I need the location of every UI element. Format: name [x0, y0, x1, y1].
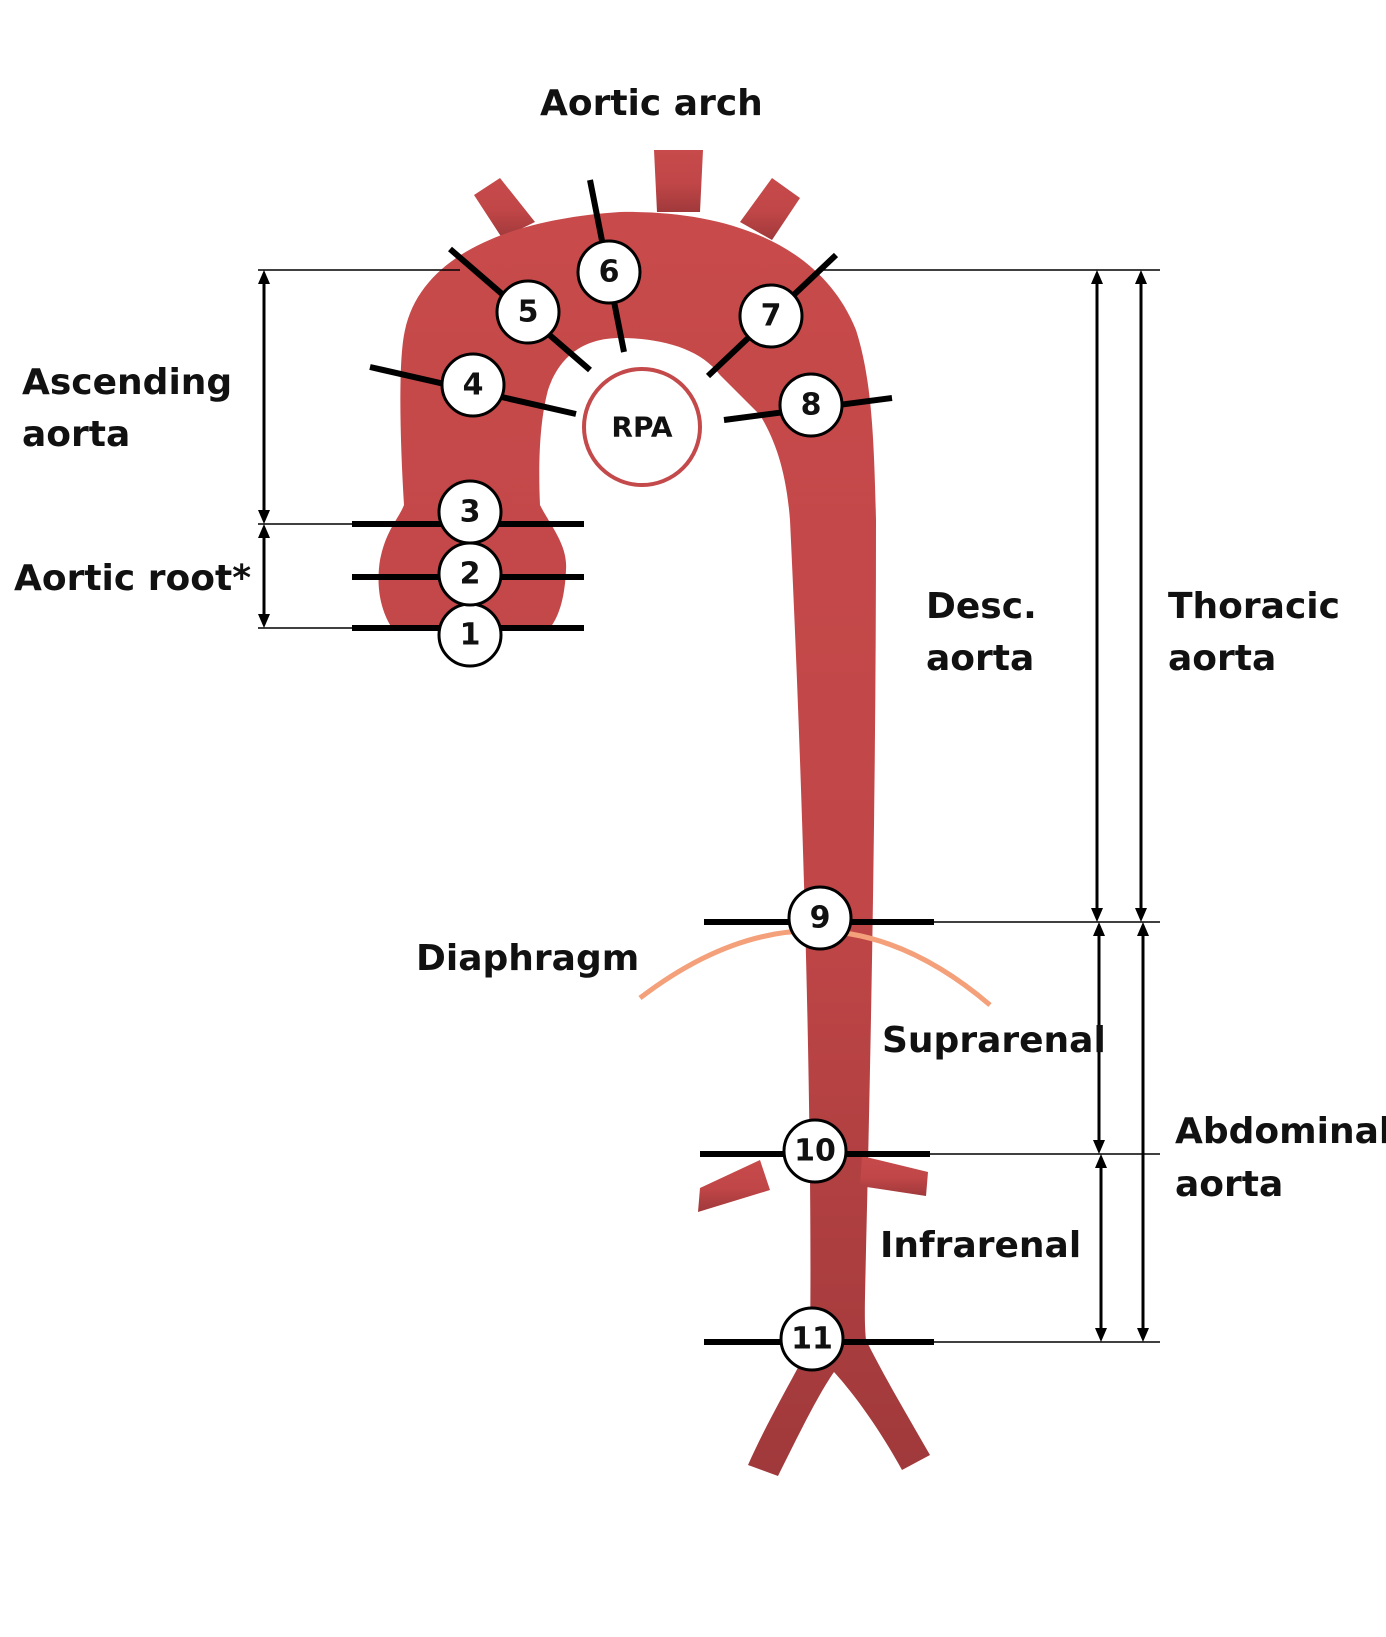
arrow-suprarenal-up [1093, 922, 1105, 936]
arrow-root-down [258, 614, 270, 628]
brachiocephalic-branch [474, 178, 535, 238]
dimension-arrows [258, 270, 1149, 1342]
rpa: RPA [582, 367, 702, 487]
svg-text:11: 11 [791, 1322, 833, 1357]
svg-text:2: 2 [460, 557, 481, 592]
marker-1: 1 [437, 602, 503, 668]
label-desc-1: Desc. [926, 586, 1037, 627]
right-renal-branch [860, 1156, 928, 1196]
marker-8: 8 [778, 372, 844, 438]
svg-text:7: 7 [761, 299, 782, 334]
arrow-ascending-up [258, 270, 270, 284]
arrow-thoracic-down [1135, 908, 1147, 922]
label-thoracic-1: Thoracic [1168, 586, 1340, 627]
arrow-infrarenal-down [1095, 1328, 1107, 1342]
arrow-abdominal-up [1137, 922, 1149, 936]
arrow-root-up [258, 524, 270, 538]
label-aortic-root: Aortic root* [14, 558, 251, 599]
arrow-desc-down [1091, 908, 1103, 922]
marker-3: 3 [437, 479, 503, 545]
label-suprarenal: Suprarenal [882, 1020, 1106, 1061]
svg-text:1: 1 [460, 618, 481, 653]
label-desc-2: aorta [926, 638, 1034, 679]
label-infrarenal: Infrarenal [880, 1225, 1081, 1266]
marker-11: 11 [779, 1306, 845, 1372]
label-aortic-arch: Aortic arch [540, 83, 763, 124]
region-labels: Aortic arch Ascending aorta Aortic root*… [14, 83, 1386, 1266]
label-abdominal-1: Abdominal [1175, 1111, 1386, 1152]
marker-6: 6 [576, 239, 642, 305]
svg-text:10: 10 [794, 1134, 836, 1169]
rpa-circle [582, 367, 702, 487]
marker-7: 7 [738, 283, 804, 349]
left-renal-branch [698, 1160, 770, 1212]
reference-lines [258, 269, 1160, 1343]
label-ascending-2: aorta [22, 414, 130, 455]
left-carotid-branch [654, 150, 703, 212]
svg-text:3: 3 [460, 495, 481, 530]
label-diaphragm: Diaphragm [416, 938, 639, 979]
svg-text:9: 9 [810, 901, 831, 936]
aorta-body [378, 150, 930, 1476]
svg-text:4: 4 [463, 368, 484, 403]
marker-circles: 1 2 3 4 5 6 7 8 9 10 11 [437, 239, 853, 1372]
label-thoracic-2: aorta [1168, 638, 1276, 679]
arrow-desc-up [1091, 270, 1103, 284]
label-abdominal-2: aorta [1175, 1164, 1283, 1205]
left-subclavian-branch [740, 178, 800, 240]
rpa-label: RPA [611, 411, 673, 444]
label-ascending-1: Ascending [22, 362, 232, 403]
arrow-abdominal-down [1137, 1328, 1149, 1342]
aorta-main [378, 211, 930, 1476]
svg-text:6: 6 [599, 255, 620, 290]
arrow-infrarenal-up [1095, 1154, 1107, 1168]
svg-text:8: 8 [801, 388, 822, 423]
marker-9: 9 [787, 885, 853, 951]
svg-text:5: 5 [518, 295, 539, 330]
marker-2: 2 [437, 541, 503, 607]
arrow-thoracic-up [1135, 270, 1147, 284]
arrow-suprarenal-down [1093, 1140, 1105, 1154]
marker-4: 4 [440, 352, 506, 418]
marker-10: 10 [782, 1118, 848, 1184]
marker-5: 5 [495, 279, 561, 345]
arrow-ascending-down [258, 510, 270, 524]
